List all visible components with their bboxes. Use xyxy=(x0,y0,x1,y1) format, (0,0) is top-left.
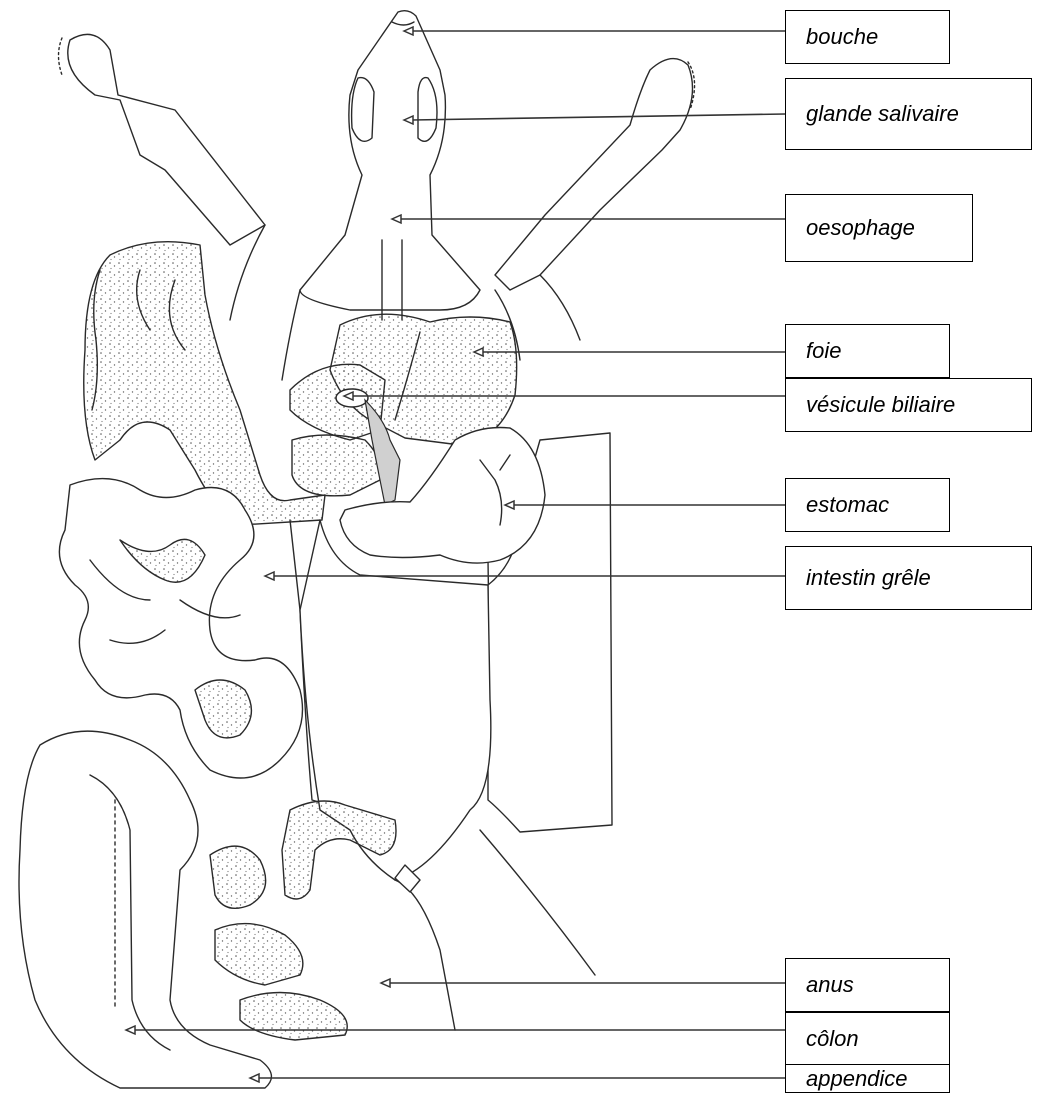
left-leg xyxy=(59,34,266,245)
label-liver: foie xyxy=(785,324,950,378)
label-esophagus: oesophage xyxy=(785,194,973,262)
label-anus: anus xyxy=(785,958,950,1012)
label-small-intestine: intestin grêle xyxy=(785,546,1032,610)
right-leg xyxy=(495,59,695,290)
label-mouth: bouche xyxy=(785,10,950,64)
label-stomach: estomac xyxy=(785,478,950,532)
label-colon: côlon xyxy=(785,1012,950,1066)
small-intestine-coils xyxy=(59,242,325,778)
label-salivary-gland: glande salivaire xyxy=(785,78,1032,150)
salivary-gland-leader-line xyxy=(412,114,785,120)
colon xyxy=(19,731,271,1088)
head xyxy=(300,11,480,320)
anus-arrowhead xyxy=(381,979,390,987)
label-gallbladder: vésicule biliaire xyxy=(785,378,1032,432)
label-appendix: appendice xyxy=(785,1064,950,1093)
small-intestine-arrowhead xyxy=(265,572,274,580)
